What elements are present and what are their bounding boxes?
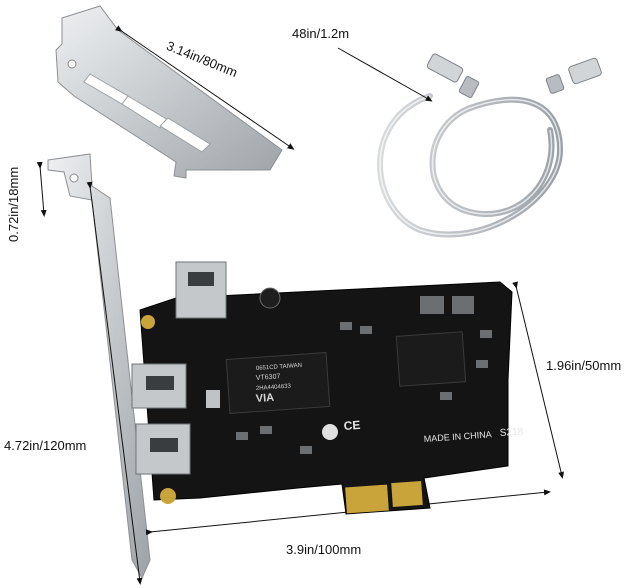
low-profile-bracket <box>55 5 283 179</box>
card-length-label: 3.9in/100mm <box>286 542 362 557</box>
controller-chip <box>225 352 331 414</box>
bracket-tab-label: 0.72in/18mm <box>6 166 21 242</box>
firewire-ports <box>131 261 227 475</box>
cable-length-arrow <box>337 47 433 102</box>
mounting-hole <box>160 488 176 504</box>
card-height-arrow <box>512 281 564 479</box>
capacitor <box>259 287 281 309</box>
cable-length-label: 48in/1.2m <box>292 26 350 41</box>
bracket-tab-arrow <box>36 161 47 217</box>
chip-lot: 2HA4404633 <box>256 384 292 392</box>
bracket-width-arrow <box>115 25 295 150</box>
chip-brand: VIA <box>255 392 274 405</box>
firewire-cable <box>377 53 602 238</box>
bracket-height-label: 4.72in/120mm <box>4 438 87 453</box>
model-label: S218 <box>499 426 524 439</box>
chip-origin: 0651CD TAIWAN <box>256 363 303 372</box>
ce-mark: CE <box>343 418 361 433</box>
phy-chip <box>395 331 467 387</box>
card-height-label: 1.96in/50mm <box>546 358 622 373</box>
made-in-label: MADE IN CHINA <box>423 429 492 444</box>
pcie-card <box>131 261 513 515</box>
chip-part: VT6307 <box>256 373 281 382</box>
gold-contacts <box>345 480 423 514</box>
bracket-height-arrow <box>86 181 143 585</box>
